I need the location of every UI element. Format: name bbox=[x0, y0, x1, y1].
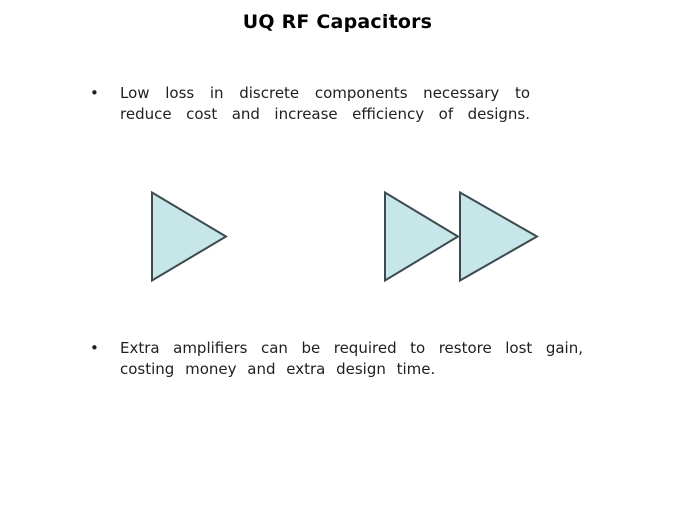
right-triangle-icon bbox=[459, 190, 540, 283]
bullet-line: Extra amplifiers can be required to rest… bbox=[120, 339, 583, 357]
right-triangle-icon bbox=[384, 190, 460, 283]
page-title: UQ RF Capacitors bbox=[242, 11, 433, 33]
bullet-line: Low loss in discrete components necessar… bbox=[120, 84, 530, 102]
bullet-text: Low loss in discrete components necessar… bbox=[120, 83, 530, 125]
bullet-line: reduce cost and increase efficiency of d… bbox=[120, 105, 530, 123]
bullet-text: Extra amplifiers can be required to rest… bbox=[120, 338, 583, 380]
bullet-marker: • bbox=[90, 84, 99, 102]
right-triangle-icon bbox=[151, 190, 228, 283]
bullet-item-extra-amplifiers: • Extra amplifiers can be required to re… bbox=[88, 338, 583, 380]
bullet-item-low-loss: • Low loss in discrete components necess… bbox=[88, 83, 530, 125]
bullet-marker: • bbox=[90, 339, 99, 357]
bullet-line: costing money and extra design time. bbox=[120, 360, 436, 378]
